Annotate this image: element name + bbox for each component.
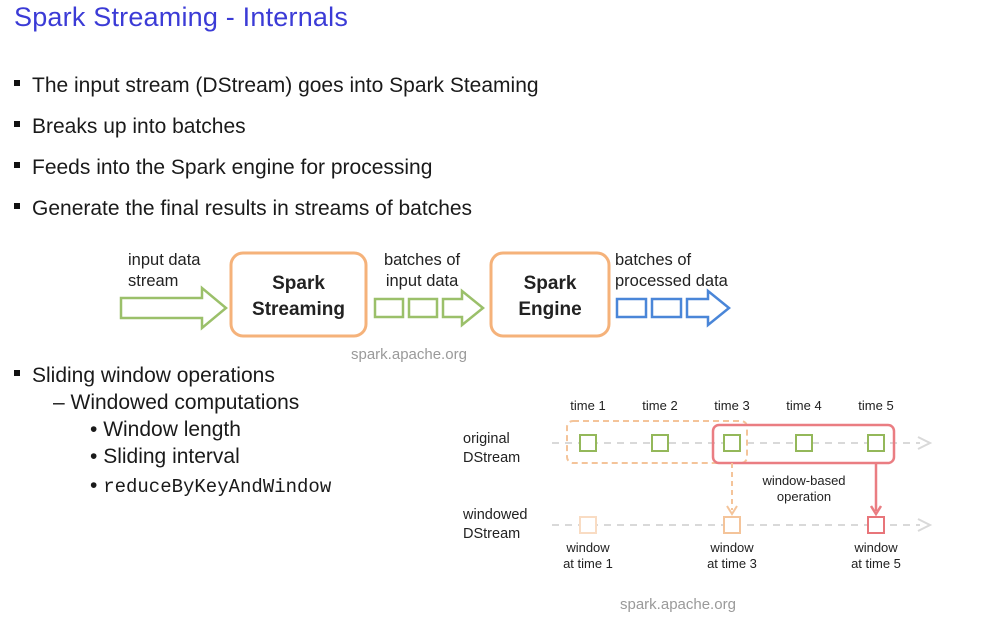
time-label: time 2 xyxy=(642,398,678,413)
input-stream-arrow xyxy=(119,285,228,331)
bullet-text: Breaks up into batches xyxy=(32,115,246,138)
bullet-square-icon xyxy=(14,203,20,210)
output-batch xyxy=(650,297,683,319)
input-label-line: stream xyxy=(128,272,179,290)
time-label: time 3 xyxy=(714,398,750,413)
original-batch xyxy=(579,434,597,452)
dot-icon: • xyxy=(90,418,104,441)
sub-sub-bullet: • Sliding interval xyxy=(90,445,240,469)
windowed-batch xyxy=(723,516,741,534)
bullet-square-icon xyxy=(14,162,20,169)
bullet-text: Generate the final results in streams of… xyxy=(32,197,473,220)
window-time-label: window at time 5 xyxy=(846,540,906,572)
windowed-batch xyxy=(867,516,885,534)
input-batch-arrow xyxy=(441,288,485,328)
spark-engine-box xyxy=(489,251,611,338)
input-label-line: input data xyxy=(128,251,201,269)
dot-icon: • xyxy=(90,474,104,497)
bullet-text: Sliding window operations xyxy=(32,364,275,387)
batches-input-label: batches of input data xyxy=(384,250,460,292)
window-time-label: window at time 1 xyxy=(558,540,618,572)
box1-line: Spark xyxy=(272,273,325,294)
bullet-square-icon xyxy=(14,370,20,377)
original-batch xyxy=(723,434,741,452)
bullet-text: The input stream (DStream) goes into Spa… xyxy=(32,74,539,97)
original-batch xyxy=(651,434,669,452)
sub-sub-bullet: • reduceByKeyAndWindow xyxy=(90,474,331,498)
sub-sub-bullet: • Window length xyxy=(90,418,241,442)
original-label-line: original xyxy=(463,431,510,447)
windowed-dstream-label: windowed DStream xyxy=(463,506,528,544)
spark-streaming-label: Spark Streaming xyxy=(231,271,366,323)
original-dstream-label: original DStream xyxy=(463,430,520,468)
bullet-item: Sliding window operations xyxy=(14,364,275,388)
time-label: time 5 xyxy=(858,398,894,413)
bullet-square-icon xyxy=(14,80,20,87)
item-text: Sliding interval xyxy=(103,445,240,468)
original-label-line: DStream xyxy=(463,450,521,466)
dot-icon: • xyxy=(90,445,104,468)
window-credit: spark.apache.org xyxy=(620,596,736,613)
item-code: reduceByKeyAndWindow xyxy=(103,476,332,498)
win-label-line: window xyxy=(854,540,898,555)
sub-bullet: – Windowed computations xyxy=(53,391,300,414)
window-frame-time5 xyxy=(711,423,896,465)
bullet-square-icon xyxy=(14,121,20,128)
op-label-line: window-based xyxy=(762,473,846,488)
input-batch xyxy=(407,297,439,319)
original-batch xyxy=(795,434,813,452)
time-label: time 4 xyxy=(786,398,822,413)
box1-line: Streaming xyxy=(252,299,345,320)
spark-streaming-box xyxy=(229,251,368,338)
win-label-line: window xyxy=(566,540,610,555)
bullet-item: Feeds into the Spark engine for processi… xyxy=(14,156,432,180)
original-batch xyxy=(867,434,885,452)
batches-processed-label: batches of processed data xyxy=(615,250,728,292)
box2-line: Spark xyxy=(523,273,577,294)
output-label-line: batches of xyxy=(615,251,692,269)
win-label-line: at time 3 xyxy=(707,556,757,571)
windowed-batch xyxy=(579,516,597,534)
win-label-line: window xyxy=(710,540,754,555)
output-batch-arrow xyxy=(685,288,731,328)
time-label: time 1 xyxy=(570,398,606,413)
item-text: Window length xyxy=(103,418,241,441)
window-operation-label: window-based operation xyxy=(758,473,850,505)
flow-credit: spark.apache.org xyxy=(351,346,467,363)
spark-engine-label: Spark Engine xyxy=(491,271,609,323)
output-label-line: processed data xyxy=(615,272,728,290)
windowed-label-line: DStream xyxy=(463,526,521,542)
bullet-text: Feeds into the Spark engine for processi… xyxy=(32,156,433,179)
bullet-item: Breaks up into batches xyxy=(14,115,246,139)
input-stream-label: input data stream xyxy=(128,250,200,292)
window-time-label: window at time 3 xyxy=(702,540,762,572)
box2-line: Engine xyxy=(518,299,582,320)
windowed-label-line: windowed xyxy=(463,507,528,523)
slide-title: Spark Streaming - Internals xyxy=(14,2,349,32)
window-frame-time3 xyxy=(566,420,748,464)
output-batch xyxy=(615,297,648,319)
input-batch xyxy=(373,297,405,319)
bullet-item: Generate the final results in streams of… xyxy=(14,197,472,221)
op-label-line: operation xyxy=(776,489,832,504)
mid-label-line: input data xyxy=(385,272,459,290)
bullet-item: The input stream (DStream) goes into Spa… xyxy=(14,74,539,98)
win-label-line: at time 5 xyxy=(851,556,901,571)
mid-label-line: batches of xyxy=(384,251,461,269)
win-label-line: at time 1 xyxy=(563,556,613,571)
